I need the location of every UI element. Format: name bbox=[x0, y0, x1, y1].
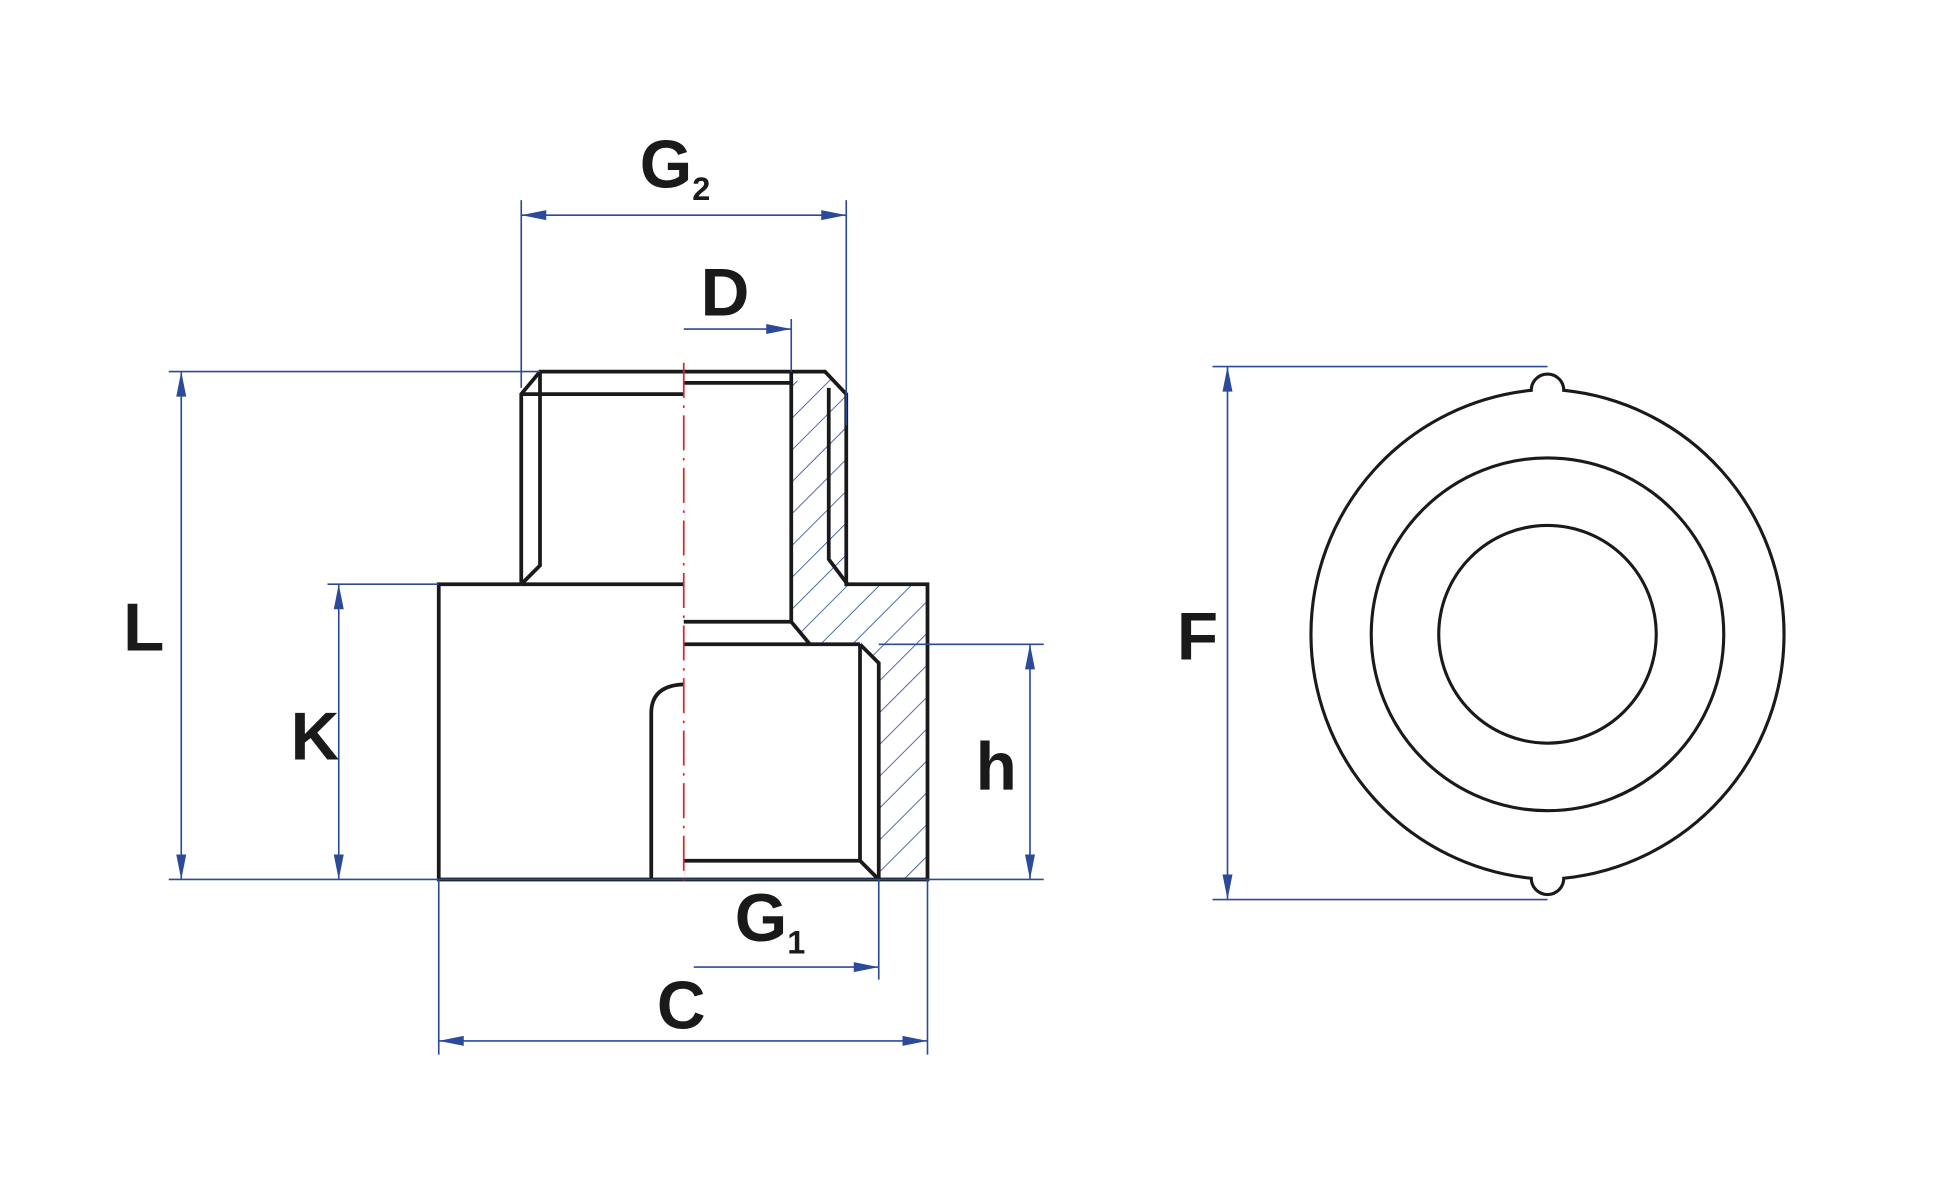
dimension-label-l: L bbox=[123, 591, 164, 666]
dimension-label-d: D bbox=[701, 255, 750, 330]
dimension-h: h bbox=[878, 643, 1044, 880]
dimension-label-f: F bbox=[1177, 599, 1218, 674]
section-hatching bbox=[791, 371, 928, 880]
outer-flange-with-lugs bbox=[1309, 372, 1786, 897]
middle-ring bbox=[1369, 456, 1726, 813]
dimension-label-g1: G bbox=[735, 881, 788, 956]
fitting-outline bbox=[436, 369, 930, 882]
dimension-label-h: h bbox=[976, 729, 1017, 804]
dimension-label-c: C bbox=[657, 968, 706, 1043]
end-view bbox=[1309, 372, 1786, 897]
section-view bbox=[436, 362, 930, 884]
dimension-c: C bbox=[437, 879, 929, 1055]
dimension-f: F bbox=[1177, 365, 1548, 901]
dimension-label-k: K bbox=[291, 699, 340, 774]
dimension-g2: G2 bbox=[520, 128, 848, 426]
dimension-l: L bbox=[123, 370, 1044, 881]
dimension-k: K bbox=[291, 583, 439, 880]
dimension-g1: G1 bbox=[693, 879, 880, 980]
dimension-label-g2: G bbox=[640, 128, 693, 203]
inner-bore bbox=[1437, 523, 1658, 745]
svg-text:G2: G2 bbox=[640, 128, 711, 208]
dimension-d: D bbox=[683, 255, 793, 372]
svg-text:G1: G1 bbox=[735, 881, 806, 961]
